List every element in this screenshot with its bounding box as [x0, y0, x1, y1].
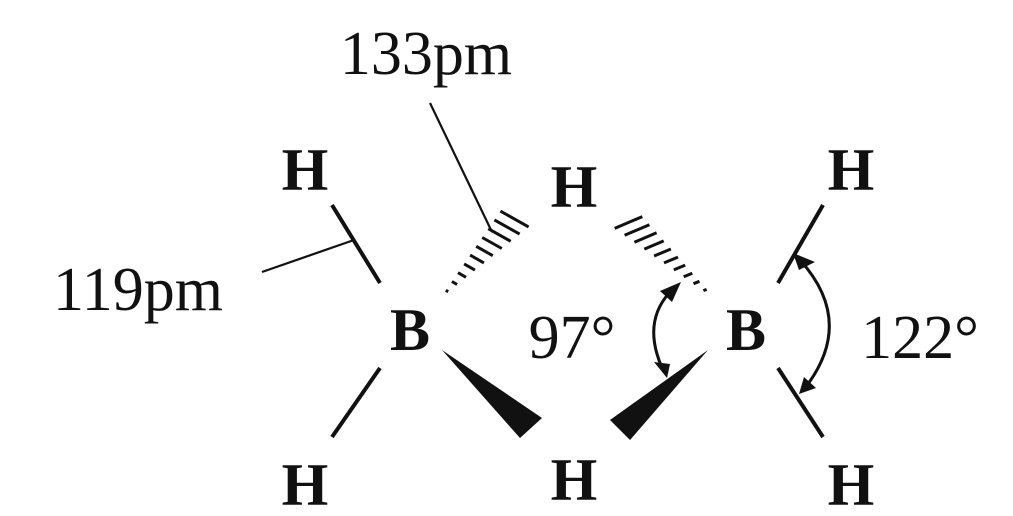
atom-h-terminal-left-top: H [282, 137, 329, 203]
wedge-bond-b-left-h-bridge-bottom [442, 350, 542, 438]
bond-b-right-h-bottom [776, 366, 825, 439]
hashed-bond-b-left-h-bridge-top [445, 209, 530, 293]
bond-b-left-h-top [330, 203, 382, 285]
label-terminal-bond-length: 119pm [53, 256, 223, 324]
atom-b-left: B [390, 297, 430, 363]
atom-b-right: B [726, 297, 766, 363]
atom-h-bridge-bottom: H [551, 447, 598, 513]
label-bridge-bond-length: 133pm [340, 20, 512, 88]
atom-h-terminal-left-bottom: H [282, 452, 329, 516]
wedge-bond-b-right-h-bridge-bottom [610, 350, 708, 440]
atom-h-terminal-right-top: H [828, 137, 875, 203]
label-terminal-angle: 122° [861, 304, 979, 372]
atom-h-terminal-right-bottom: H [828, 452, 875, 516]
angle-arc-bridge [652, 282, 681, 378]
hashed-bond-b-right-h-bridge-top [614, 215, 708, 293]
bond-b-left-h-bottom [330, 366, 382, 439]
leader-line-terminal-length [261, 238, 355, 274]
bond-b-right-h-top [776, 204, 825, 284]
label-bridge-angle: 97° [529, 304, 616, 372]
atom-h-bridge-top: H [551, 154, 598, 220]
angle-arc-terminal [793, 253, 831, 394]
leader-line-bridge-length [429, 102, 493, 233]
